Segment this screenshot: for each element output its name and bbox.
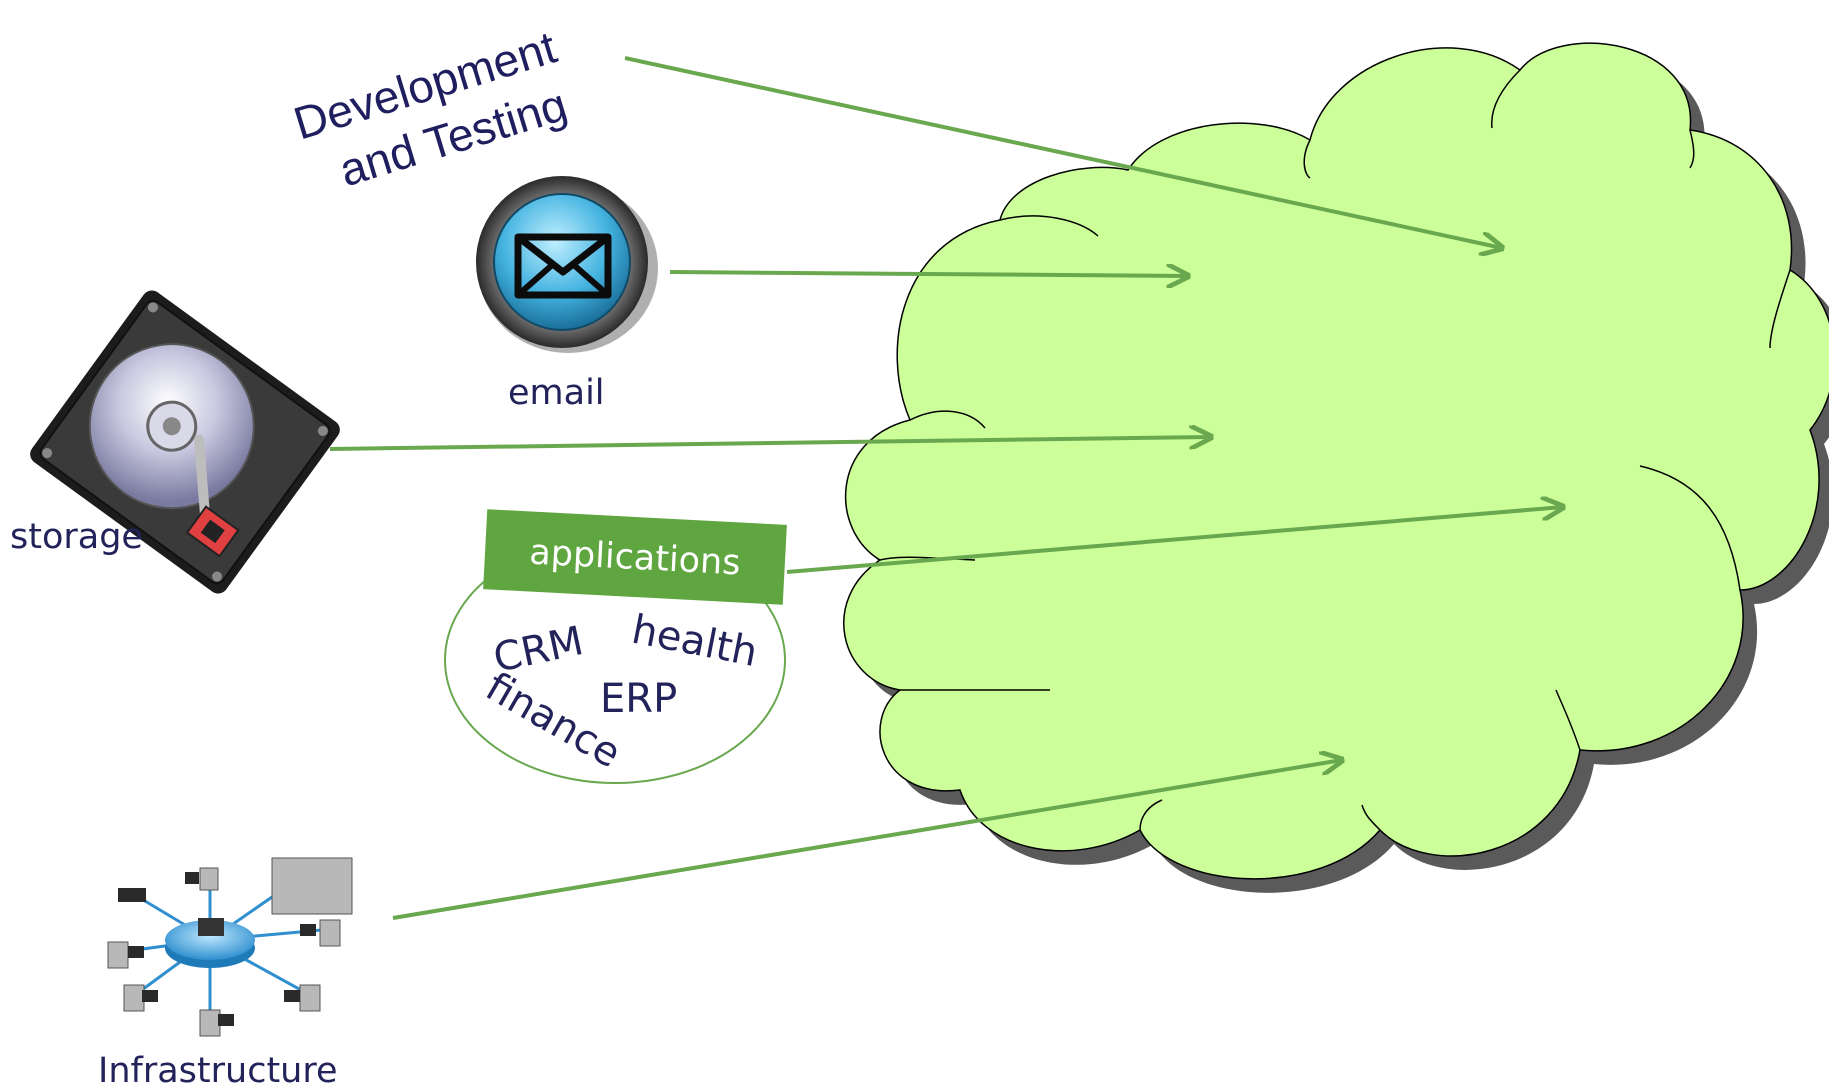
storage-label: storage <box>10 517 143 557</box>
development-testing-title: Development and Testing <box>288 21 573 197</box>
app-item-erp: ERP <box>600 676 677 722</box>
infrastructure-label: Infrastructure <box>98 1051 338 1088</box>
arrows <box>329 56 1563 920</box>
email-icon <box>476 176 658 353</box>
arrow-applications <box>786 507 1563 574</box>
applications-group: applications CRM health ERP finance <box>444 509 787 784</box>
arrow-infrastructure <box>392 760 1342 920</box>
arrow-development <box>624 56 1502 248</box>
hard-drive-icon <box>30 290 340 594</box>
network-icon <box>78 850 360 1060</box>
cloud <box>843 42 1829 880</box>
arrow-storage <box>329 437 1211 451</box>
email-label: email <box>508 373 605 413</box>
applications-banner: applications <box>483 509 787 605</box>
arrow-email <box>669 272 1188 276</box>
